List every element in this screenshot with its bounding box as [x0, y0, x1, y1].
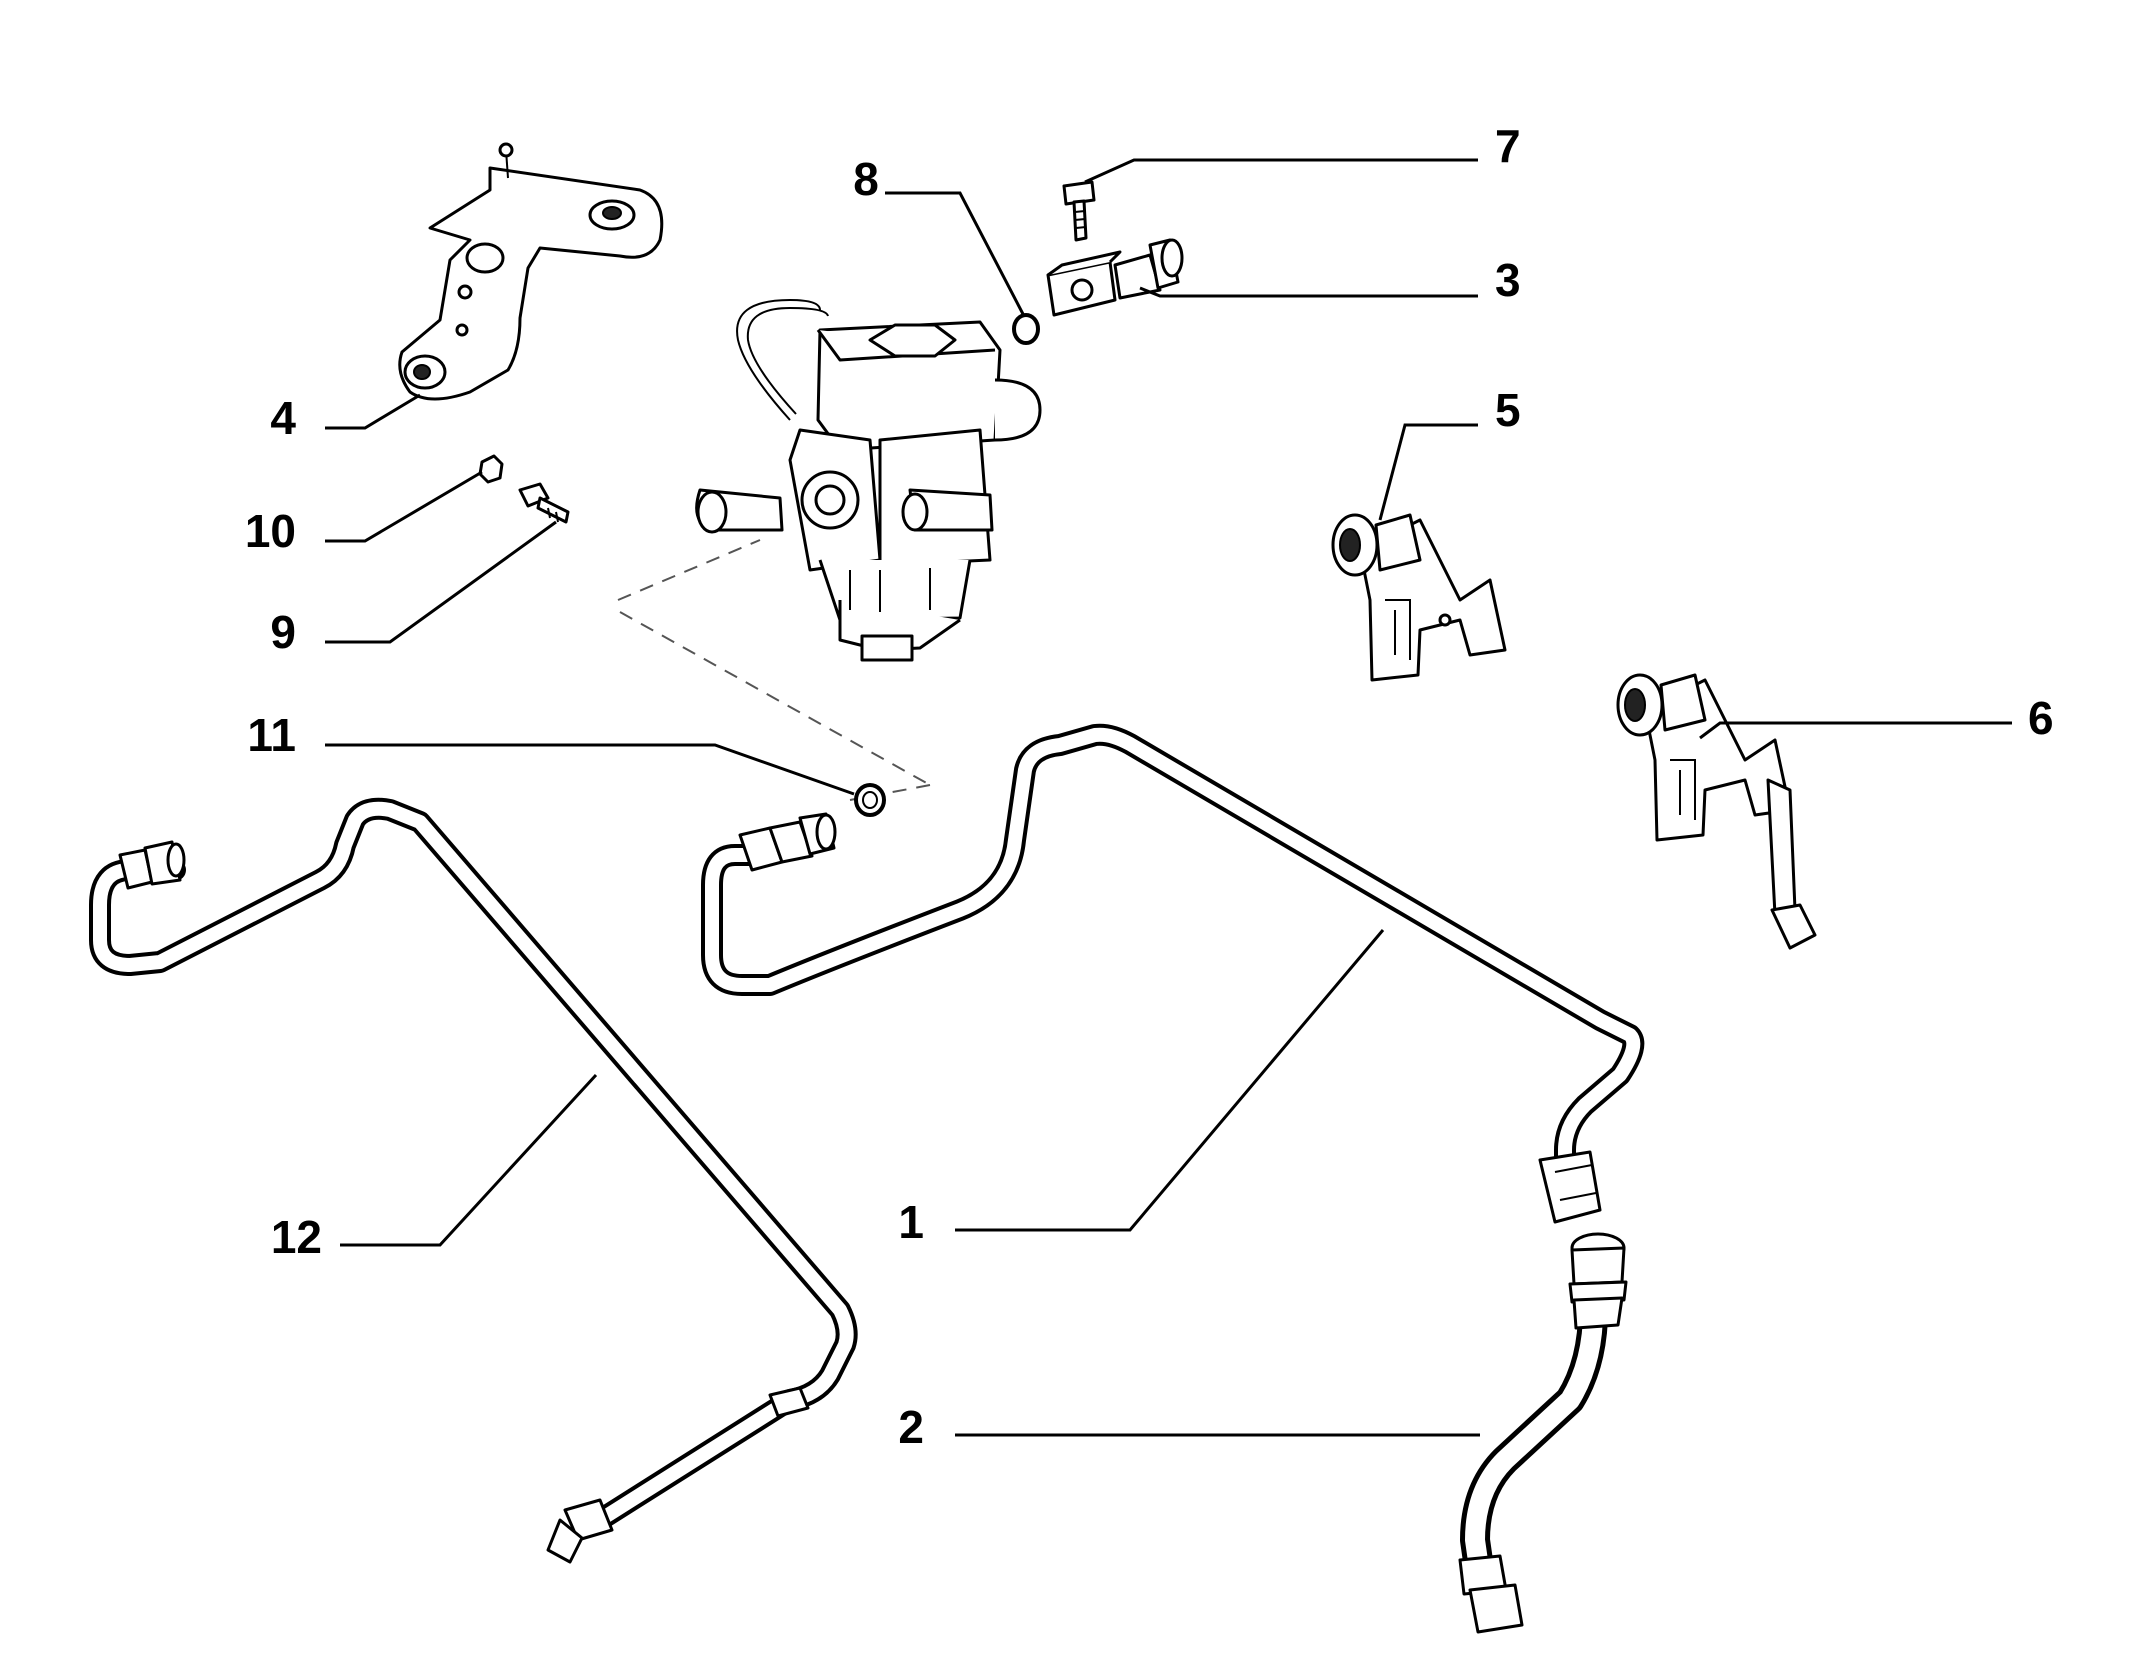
- leader-lines: [325, 158, 2012, 1437]
- part-8-o-ring: [1012, 313, 1040, 345]
- part-9-stud: [518, 482, 570, 524]
- callout-6: 6: [2028, 692, 2054, 744]
- callout-4: 4: [270, 392, 296, 444]
- callout-2: 2: [898, 1401, 924, 1453]
- part-10-nut: [478, 454, 504, 484]
- callout-5: 5: [1495, 384, 1521, 436]
- callout-12: 12: [271, 1211, 322, 1263]
- assembly-line: [617, 539, 761, 601]
- part-12-brake-line: [89, 797, 858, 1564]
- valve-assembly: [695, 298, 1042, 662]
- part-2-flex-hose: [1458, 1232, 1628, 1634]
- callout-labels: 7 8 3 4 5 10 9 6 11 1 12 2: [245, 120, 2054, 1453]
- part-4-bracket: [398, 142, 664, 401]
- callout-11: 11: [247, 709, 296, 761]
- assembly-line: [849, 784, 931, 801]
- part-3-fitting: [1046, 238, 1184, 317]
- callout-10: 10: [245, 505, 296, 557]
- part-7-bolt: [1062, 180, 1096, 242]
- callout-7: 7: [1495, 120, 1521, 172]
- callout-1: 1: [898, 1196, 924, 1248]
- assembly-line: [619, 611, 931, 786]
- callout-3: 3: [1495, 254, 1521, 306]
- part-1-brake-line: [701, 723, 1645, 1224]
- callout-8: 8: [853, 153, 879, 205]
- part-11-washer: [854, 783, 886, 817]
- part-6-sensor-bracket: [1616, 673, 1817, 950]
- callout-9: 9: [270, 606, 296, 658]
- part-5-sensor-bracket: [1331, 513, 1507, 682]
